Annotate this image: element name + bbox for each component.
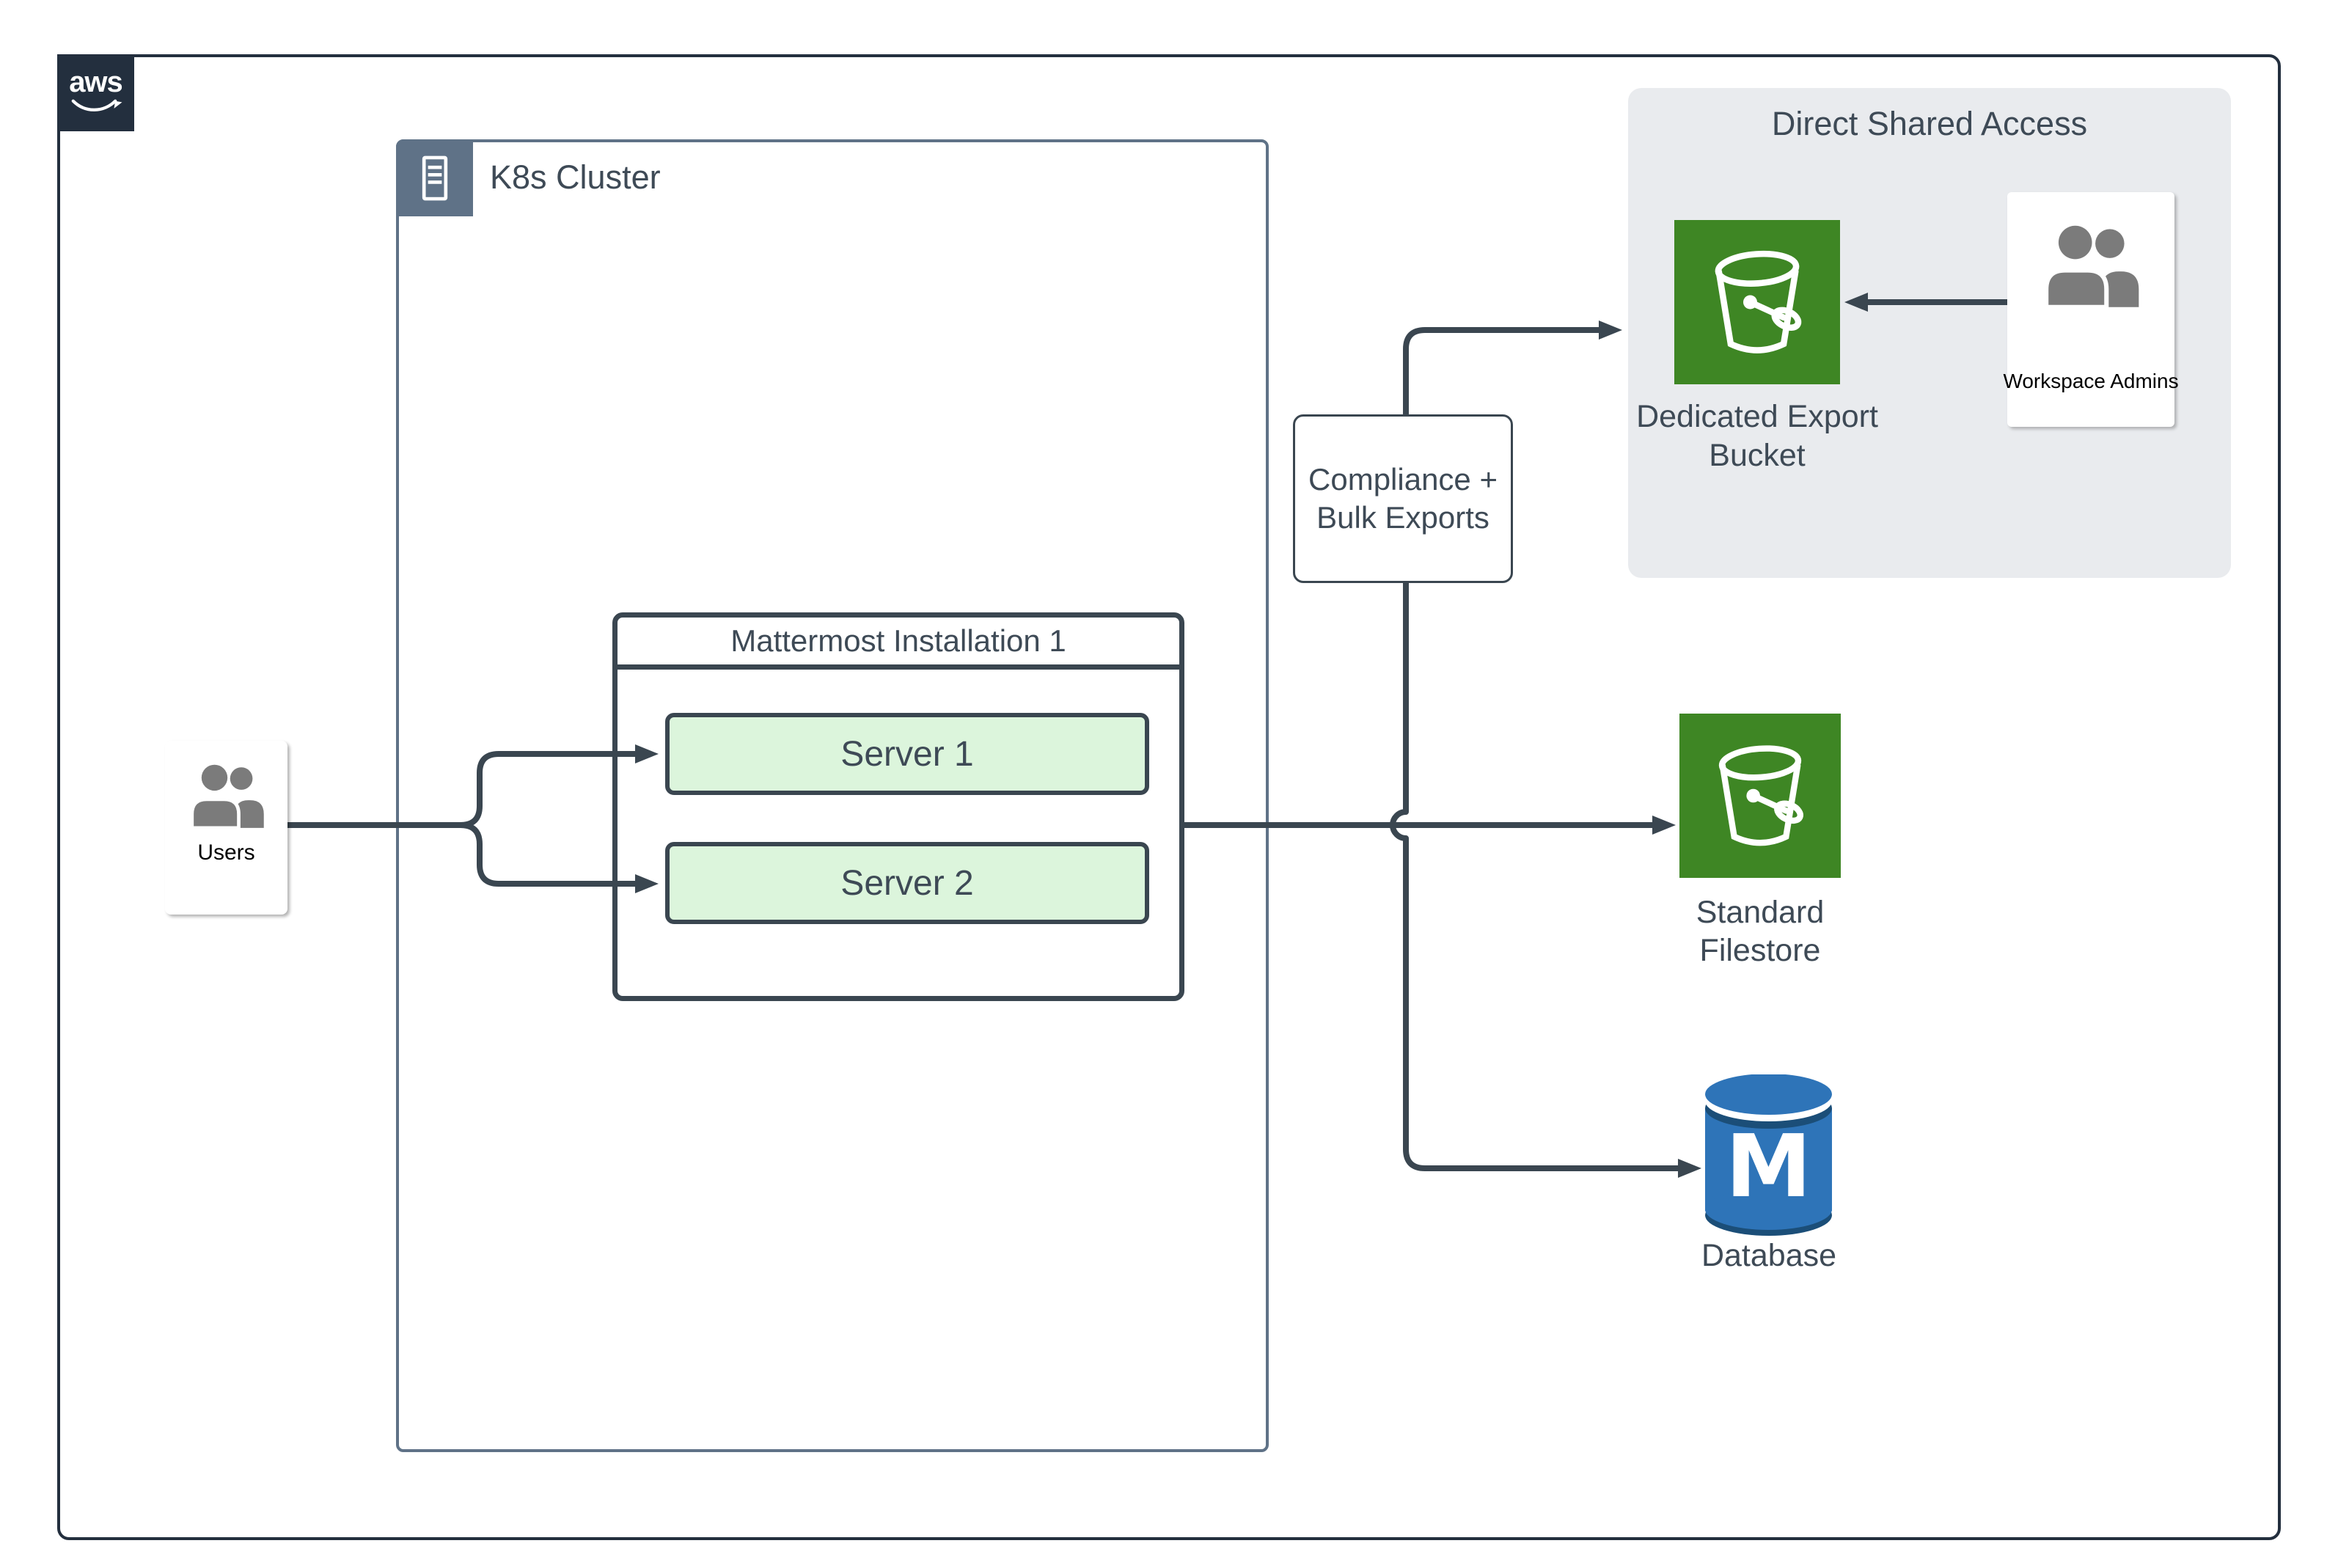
server-rack-icon-glyph: [422, 155, 447, 200]
direct-shared-access-title: Direct Shared Access: [1771, 105, 2088, 142]
database-icon: M: [1705, 1074, 1832, 1237]
server-2-label: Server 2: [840, 863, 974, 903]
workspace-admins-label: Workspace Admins: [2003, 370, 2179, 392]
server-1-label: Server 1: [840, 734, 974, 774]
compliance-bulk-exports-box: Compliance + Bulk Exports: [1293, 414, 1513, 583]
users-people-icon: [189, 764, 264, 830]
dedicated-export-bucket-icon: [1674, 220, 1840, 384]
database-label: Database: [1701, 1238, 1837, 1273]
users-label: Users: [197, 840, 255, 865]
workspace-admins-people-icon: [2044, 225, 2139, 309]
server-rack-icon: [396, 139, 473, 216]
users-card: Users: [165, 741, 287, 915]
s3-bucket-glyph: [1715, 250, 1802, 353]
standard-filestore-icon: [1679, 714, 1841, 878]
mattermost-installation-box: Mattermost Installation 1 Server 1 Serve…: [612, 612, 1184, 1001]
server-2-node: Server 2: [665, 842, 1149, 924]
k8s-cluster-container: [396, 139, 1269, 1452]
database-cylinder-glyph: M: [1705, 1074, 1832, 1236]
mattermost-installation-title: Mattermost Installation 1: [618, 618, 1179, 670]
aws-smile-icon: [71, 99, 122, 111]
aws-logo: aws: [57, 54, 134, 131]
dedicated-export-bucket-label: Dedicated Export Bucket: [1636, 399, 1878, 473]
k8s-cluster-label: K8s Cluster: [490, 158, 661, 196]
aws-logo-text: aws: [69, 65, 123, 98]
workspace-admins-card: Workspace Admins: [2003, 192, 2179, 427]
aws-cloud-boundary: [57, 54, 2281, 1540]
standard-filestore-label: Standard Filestore: [1696, 895, 1825, 968]
database-monogram: M: [1726, 1115, 1811, 1217]
server-1-node: Server 1: [665, 713, 1149, 795]
s3-bucket-glyph: [1718, 745, 1804, 846]
